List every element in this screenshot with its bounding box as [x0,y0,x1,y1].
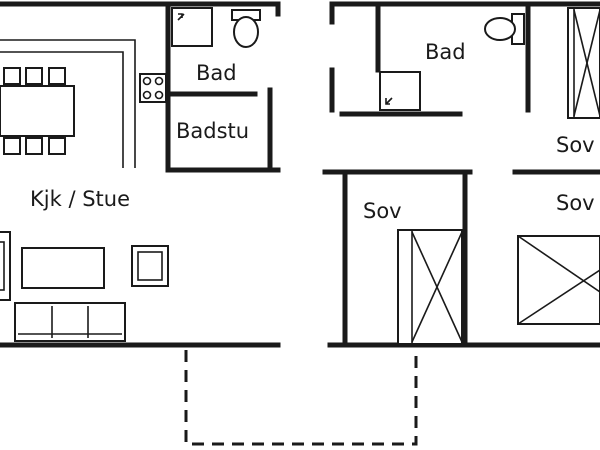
room-label-living: Kjk / Stue [30,187,130,211]
room-label-bedroom-right: Sov [556,191,595,215]
terrace-outline [184,350,418,446]
toilet-icon [484,13,525,45]
toilet-icon [231,9,261,48]
dining-table [0,67,75,155]
coffee-table [21,247,105,289]
shower-left [171,7,213,47]
room-label-bedroom-top-right: Sov [556,133,595,157]
room-label-bath-right: Bad [425,40,466,64]
room-label-bedroom-middle: Sov [363,199,402,223]
sofa [14,302,126,342]
bed-middle [397,229,463,345]
stove-icon [139,73,167,103]
room-label-bath-left: Bad [196,61,237,85]
bed-right [517,235,600,325]
kitchen-counter [0,39,136,168]
bed-top-right [567,7,600,119]
living-room-furniture [0,231,169,342]
room-label-sauna: Badstu [176,119,249,143]
armchair-left [0,231,11,301]
shower-right [379,71,421,111]
walls [0,1,600,348]
